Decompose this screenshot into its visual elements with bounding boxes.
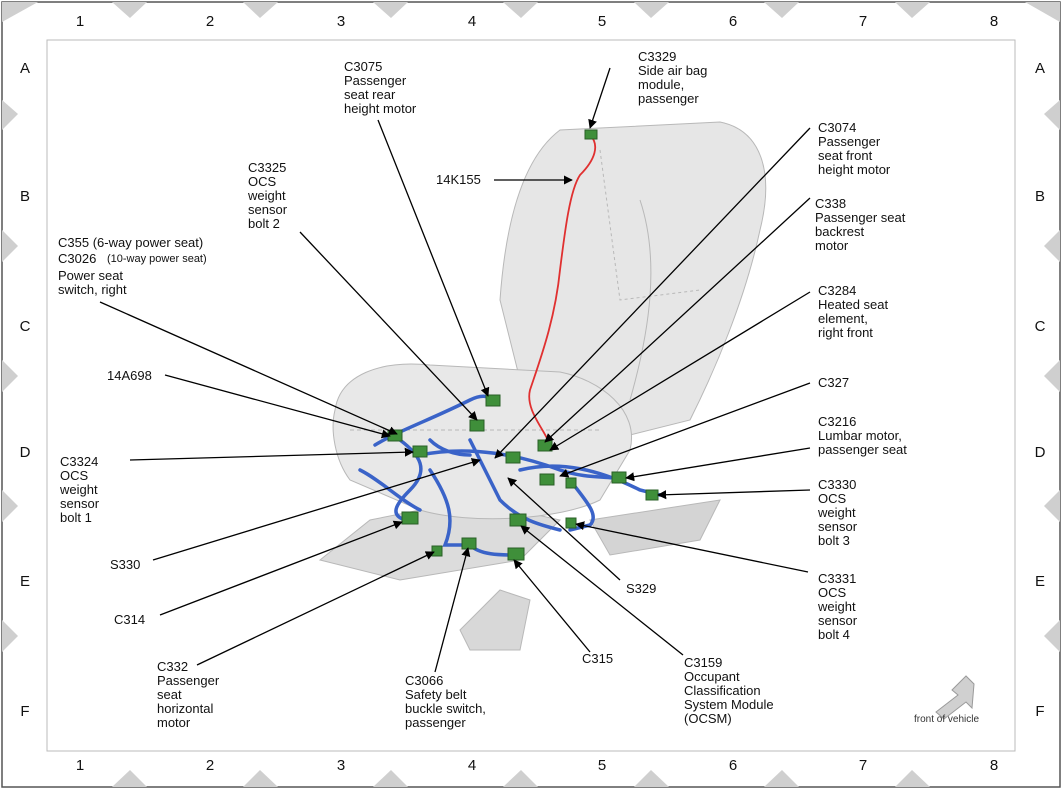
label-c3075: C3075 Passenger seat rear height motor [344,59,417,116]
label-c3216: C3216 Lumbar motor, passenger seat [818,414,907,457]
col-1-bottom: 1 [75,757,85,774]
label-c355: C355 (6-way power seat) [58,235,204,250]
row-f-left: F [20,703,30,720]
label-14k155: 14K155 [436,172,481,187]
label-power-seat-switch: Power seat switch, right [58,268,127,297]
front-arrow-icon [935,675,975,720]
row-e-right: E [1034,573,1045,590]
label-14a698: 14A698 [107,368,152,383]
label-c332: C332 Passenger seat horizontal motor [157,659,220,730]
col-2-top: 2 [205,13,215,30]
label-c3330: C3330 OCS weight sensor bolt 3 [818,477,858,548]
col-7-bottom: 7 [858,757,868,774]
label-c327: C327 [818,375,850,390]
col-4-top: 4 [467,13,477,30]
col-1-top: 1 [75,13,85,30]
label-c3324: C3324 OCS weight sensor bolt 1 [60,454,100,525]
label-c315: C315 [582,651,614,666]
col-7-top: 7 [858,13,868,30]
row-c-left: C [19,318,31,335]
label-c3074: C3074 Passenger seat front height motor [818,120,891,177]
label-c338: C338 Passenger seat backrest motor [815,196,906,253]
label-c3329: C3329 Side air bag module, passenger [638,49,708,106]
col-8-bottom: 8 [989,757,999,774]
connectors [387,129,659,561]
label-front-of-vehicle: front of vehicle [914,714,980,725]
label-c3026-desc: (10-way power seat) [107,253,207,265]
label-s330: S330 [110,557,141,572]
row-d-right: D [1034,444,1046,461]
col-6-bottom: 6 [728,757,738,774]
col-3-bottom: 3 [336,757,346,774]
col-8-top: 8 [989,13,999,30]
row-d-left: D [19,444,31,461]
label-c3066: C3066 Safety belt buckle switch, passeng… [405,673,486,730]
col-6-top: 6 [728,13,738,30]
airbag-wire [528,134,597,446]
row-a-right: A [1034,60,1045,77]
col-3-top: 3 [336,13,346,30]
inner-frame [46,39,1016,752]
row-a-left: A [19,60,30,77]
col-2-bottom: 2 [205,757,215,774]
label-s329: S329 [626,581,657,596]
label-c3159: C3159 Occupant Classification System Mod… [684,655,774,726]
label-c3026-code: C3026 [58,251,97,266]
row-b-right: B [1034,188,1045,205]
row-b-left: B [19,188,30,205]
label-c314: C314 [114,612,146,627]
row-e-left: E [19,573,30,590]
label-c3331: C3331 OCS weight sensor bolt 4 [818,571,858,642]
leader-lines [99,67,811,673]
col-5-bottom: 5 [597,757,607,774]
seat-illustration [318,121,767,651]
label-c3284: C3284 Heated seat element, right front [818,283,889,340]
col-5-top: 5 [597,13,607,30]
label-c3325: C3325 OCS weight sensor bolt 2 [248,160,288,231]
col-4-bottom: 4 [467,757,477,774]
row-f-right: F [1035,703,1045,720]
row-c-right: C [1034,318,1046,335]
